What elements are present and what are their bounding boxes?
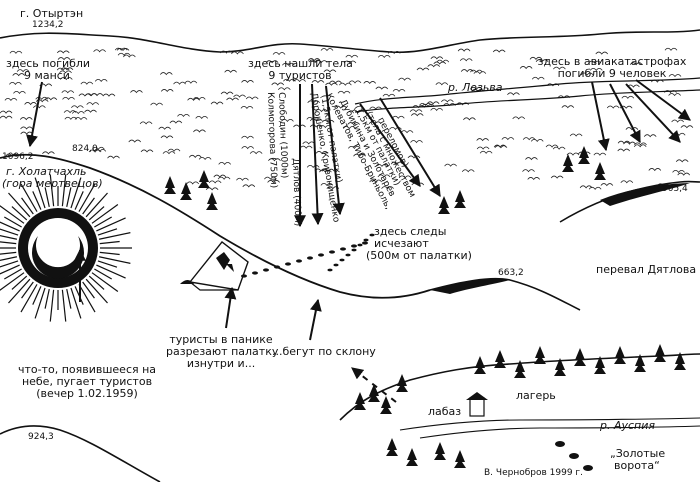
river-auspiya: р. Ауспия	[600, 419, 656, 432]
callout-sky-1: что-то, появившееся на	[17, 363, 157, 376]
pass-saddle	[429, 277, 581, 311]
labaz-shelter	[466, 392, 488, 417]
callout-sky-3: (вечер 1.02.1959)	[36, 387, 138, 400]
place-labaz: лабаз	[428, 405, 462, 418]
author-signature: В. Чернобров 1999 г.	[484, 468, 583, 478]
sun-object	[0, 174, 132, 322]
place-camp: лагерь	[516, 389, 556, 402]
elevation-1096: 1096,2	[2, 152, 34, 162]
elevation-905: 905,4	[662, 184, 688, 194]
footprints	[241, 233, 375, 278]
tent	[180, 241, 249, 291]
callout-aviation-1: здесь в авиакатастрофах	[537, 55, 687, 68]
streak-objects	[555, 441, 593, 471]
auspiya-river	[399, 417, 700, 439]
callout-panic-2: разрезают палатку	[166, 345, 279, 358]
elevation-otyrten: 1234,2	[32, 20, 64, 30]
callout-run: ...бегут по склону	[272, 345, 376, 358]
kholatchakhl-slope	[0, 153, 431, 299]
callout-traces-2: исчезают	[374, 237, 429, 250]
right-hill	[559, 180, 700, 223]
elevation-824: 824,0	[72, 144, 98, 154]
right-hill-shading	[600, 183, 690, 206]
pass-hill-shading	[430, 278, 510, 294]
elevation-663: 663,2	[498, 268, 524, 278]
callout-panic-3: изнутри и...	[186, 357, 256, 370]
callout-bodies-1: здесь нашли тела	[248, 57, 353, 70]
place-golden-gate-1: „Золотые	[610, 447, 666, 460]
elevation-924: 924,3	[28, 432, 54, 442]
place-otyrten: г. Отыртэн	[20, 7, 84, 20]
lozva-river	[354, 77, 700, 113]
tree-cluster	[164, 146, 686, 468]
callout-arrows	[26, 79, 691, 403]
callout-mansi-2: 9 манси	[24, 69, 70, 82]
place-kholatchakhl-alias: (гора мертвецов)	[2, 177, 103, 190]
callout-sky-2: небе, пугает туристов	[21, 375, 153, 388]
bottom-left-hill	[0, 425, 161, 483]
callout-panic-1: туристы в панике	[169, 333, 273, 346]
callout-mansi-1: здесь погибли	[6, 57, 91, 70]
callout-aviation-2: погибли 9 человек	[557, 67, 667, 80]
far-ridge-line	[0, 29, 700, 54]
place-dyatlov-pass: перевал Дятлова	[596, 263, 697, 276]
river-lozva: р. Лозьва	[448, 81, 503, 94]
callout-traces-1: здесь следы	[374, 225, 447, 238]
place-kholatchakhl: г. Холатчахль	[6, 165, 87, 178]
callout-bodies-2: 9 туристов	[268, 69, 332, 82]
place-golden-gate-2: ворота“	[614, 459, 660, 472]
callout-traces-3: (500м от палатки)	[366, 249, 472, 262]
